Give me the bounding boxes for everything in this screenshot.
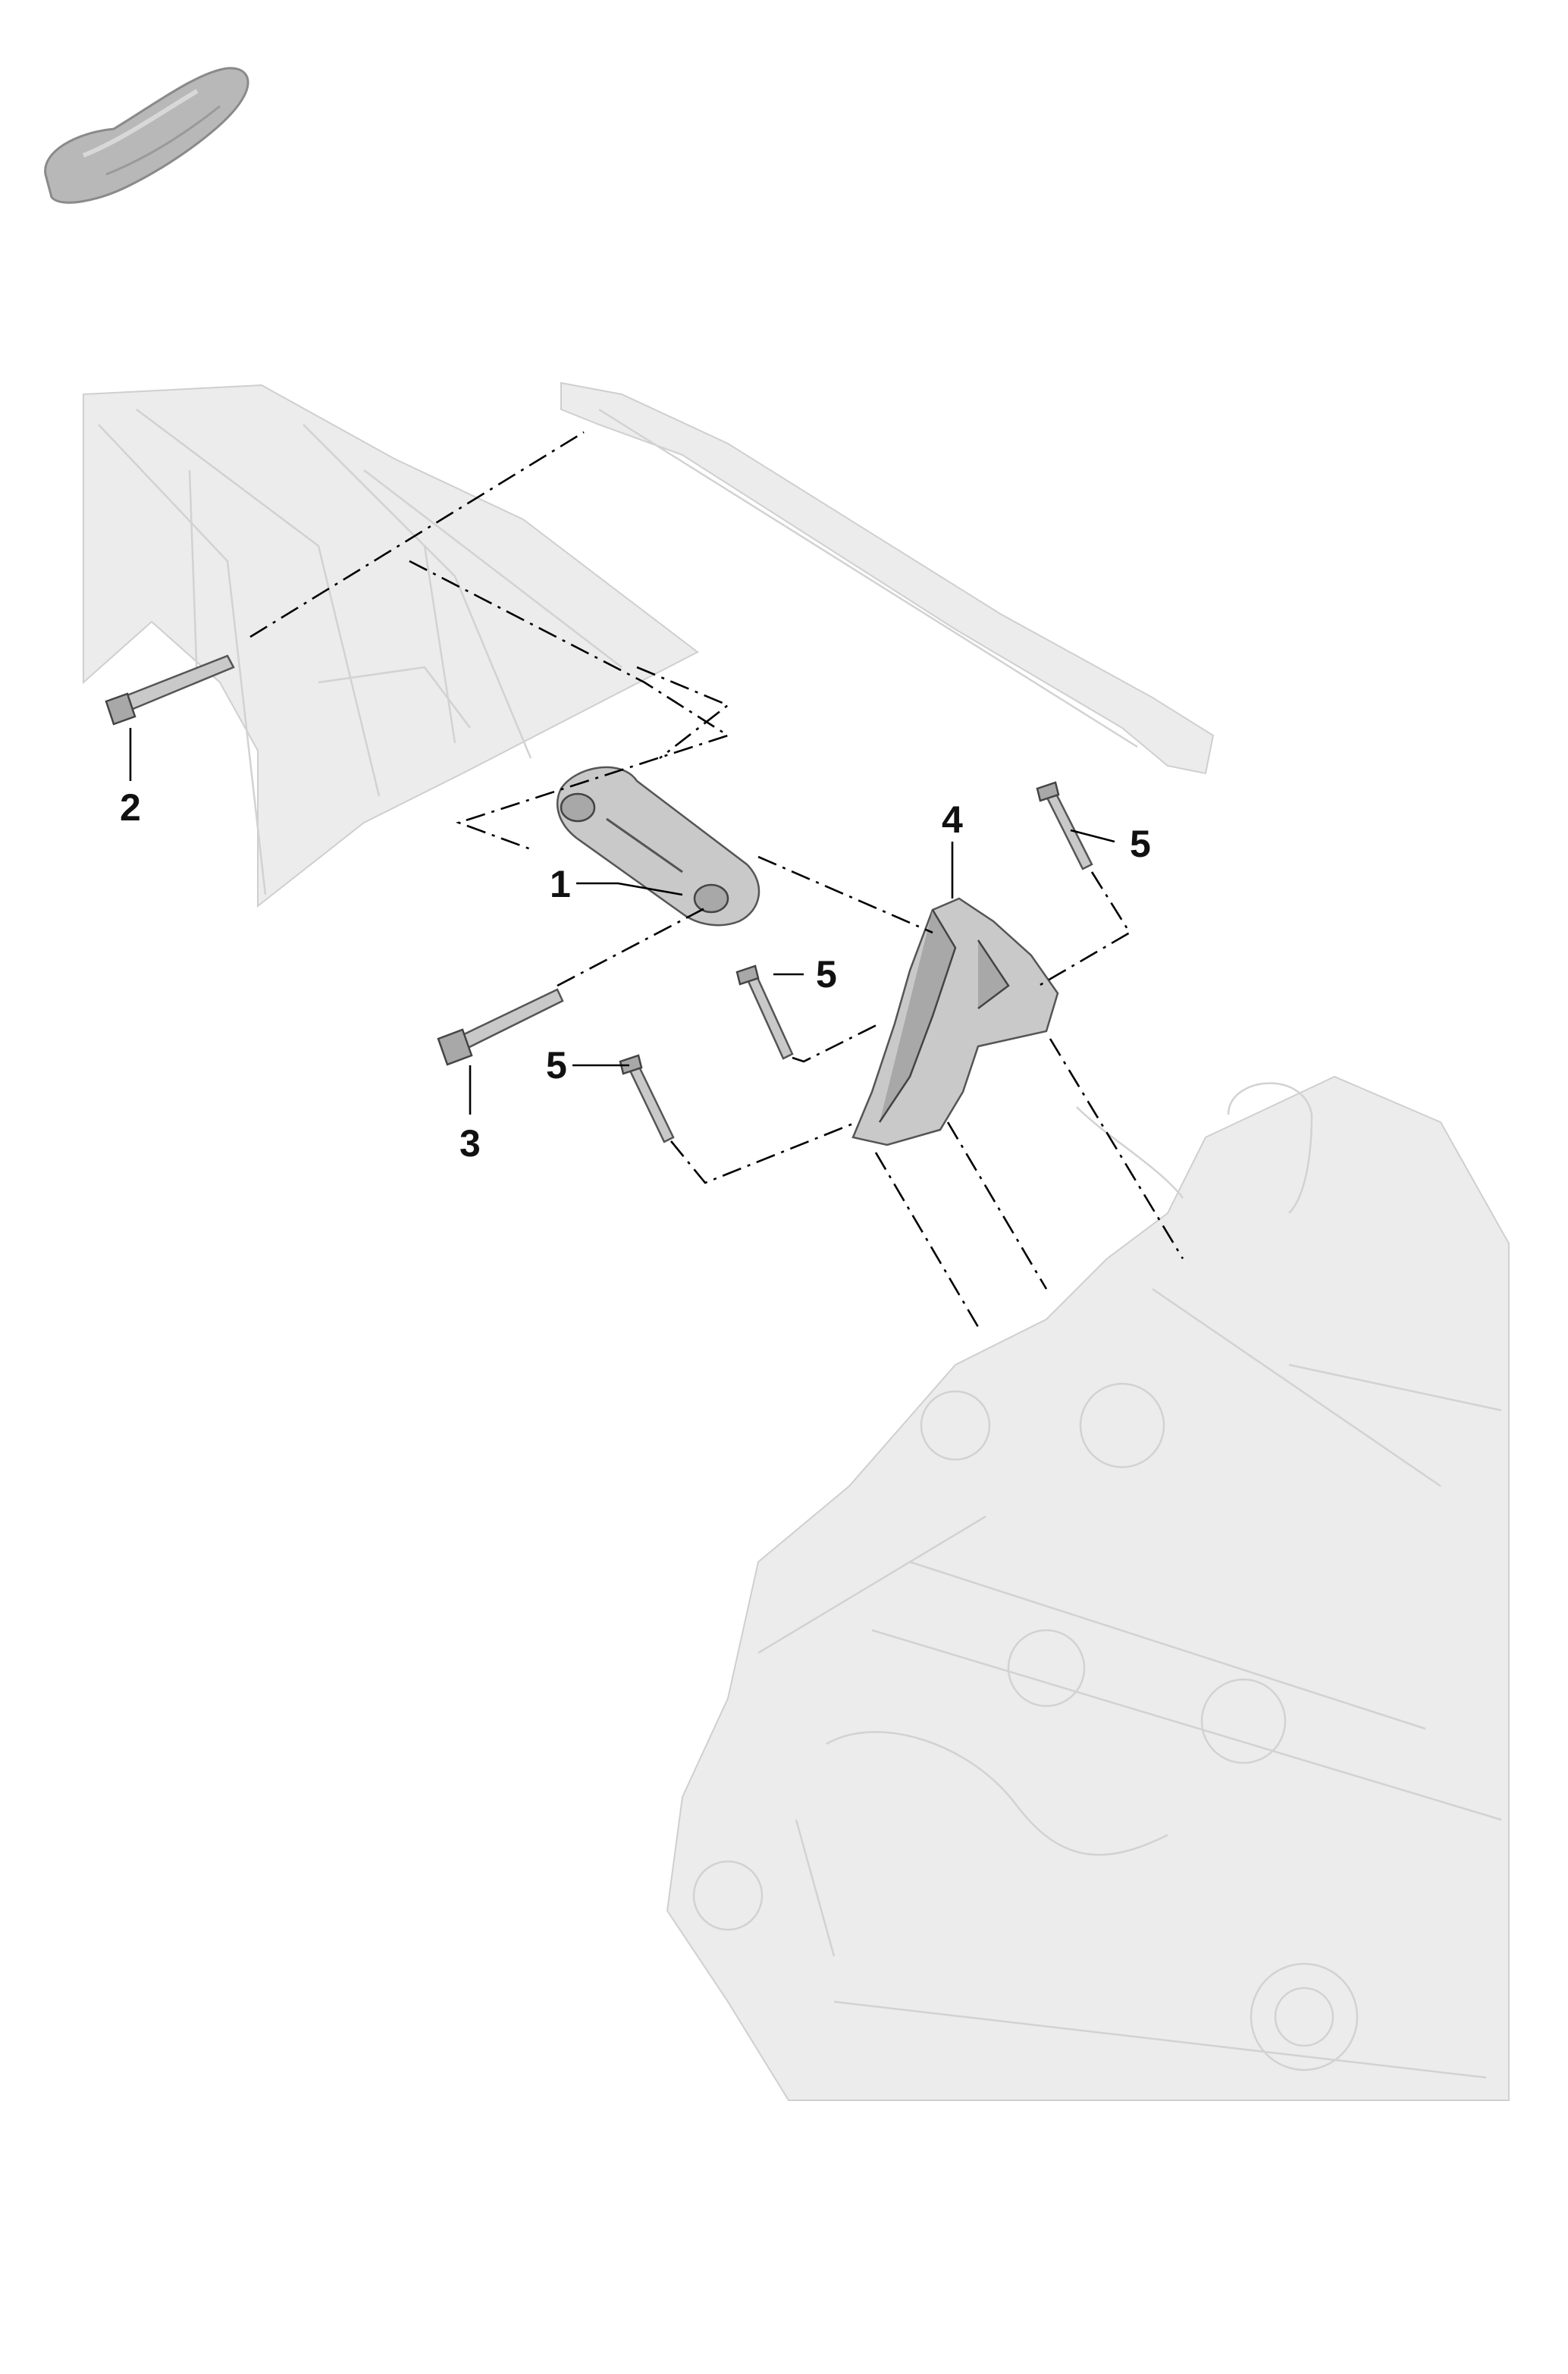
body-structure-ghost: [83, 384, 699, 908]
bolt-5b-part: [735, 964, 794, 1060]
engine-mount-bracket-part: [851, 897, 1059, 1146]
bolt-5a-part: [1036, 781, 1093, 870]
bolt-2-part: [105, 654, 235, 726]
callout-5b: 5: [816, 953, 837, 996]
callout-leaders: [129, 728, 1115, 1115]
callout-3: 3: [459, 1122, 481, 1165]
cross-member-ghost: [560, 381, 1215, 775]
callout-5a: 5: [1130, 823, 1151, 865]
callout-2: 2: [120, 786, 141, 829]
callouts: 1 2 3 4 5 5 5: [120, 786, 1151, 1165]
bolt-3-part: [437, 988, 564, 1066]
callout-4: 4: [942, 798, 963, 841]
vehicle-silhouette-icon: [44, 67, 249, 204]
callout-5c: 5: [546, 1044, 567, 1087]
engine-ghost: [666, 1075, 1510, 2101]
callout-1: 1: [550, 863, 571, 905]
bolt-5c-part: [619, 1054, 675, 1143]
torque-strut-part: [556, 766, 760, 927]
assembly-lines: [249, 431, 1184, 1328]
